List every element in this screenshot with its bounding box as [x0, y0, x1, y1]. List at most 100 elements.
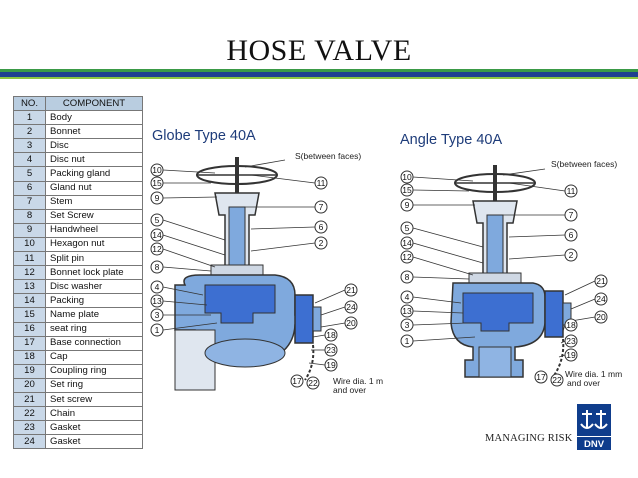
svg-text:22: 22 — [308, 378, 318, 388]
header-rule-green — [0, 69, 638, 72]
svg-text:15: 15 — [402, 185, 412, 195]
component-name: Gasket — [45, 434, 143, 450]
svg-text:9: 9 — [405, 200, 410, 210]
svg-text:18: 18 — [566, 320, 576, 330]
row-number: 9 — [13, 222, 46, 238]
svg-text:13: 13 — [152, 296, 162, 306]
globe-wire-label-line1: Wire dia. 1 m — [333, 376, 383, 386]
svg-text:24: 24 — [346, 302, 356, 312]
svg-text:22: 22 — [552, 375, 562, 385]
component-name: Disc — [45, 138, 143, 154]
row-number: 11 — [13, 251, 46, 267]
globe-valve-diagram: 10 15 9 5 14 12 8 4 13 3 1 11 7 6 2 21 2… — [150, 151, 383, 395]
component-name: Gland nut — [45, 180, 143, 196]
component-name: Hexagon nut — [45, 236, 143, 253]
row-number: 18 — [13, 349, 46, 365]
angle-valve-diagram: 10 15 9 5 14 12 8 4 13 3 1 11 7 6 2 21 2… — [400, 159, 622, 388]
svg-text:17: 17 — [536, 372, 546, 382]
svg-text:10: 10 — [402, 172, 412, 182]
row-number: 5 — [13, 166, 46, 182]
globe-s-label: S(between faces) — [295, 151, 361, 161]
component-name: Split pin — [45, 251, 143, 267]
table-header-row: NO. COMPONENT — [13, 95, 143, 112]
column-header-component: COMPONENT — [45, 95, 143, 112]
row-number: 19 — [13, 363, 46, 379]
angle-wire-label-line2: and over — [567, 378, 600, 388]
component-name: Stem — [45, 194, 143, 210]
column-header-no: NO. — [13, 95, 46, 112]
svg-text:14: 14 — [152, 230, 162, 240]
row-number: 7 — [13, 194, 46, 210]
svg-text:12: 12 — [152, 244, 162, 254]
svg-text:4: 4 — [155, 282, 160, 292]
svg-text:21: 21 — [346, 285, 356, 295]
svg-text:15: 15 — [152, 178, 162, 188]
row-number: 6 — [13, 180, 46, 196]
row-number: 3 — [13, 138, 46, 154]
svg-text:19: 19 — [566, 350, 576, 360]
row-number: 16 — [13, 321, 46, 337]
angle-wire-label-line1: Wire dia. 1 mm — [565, 369, 622, 379]
svg-text:23: 23 — [566, 336, 576, 346]
svg-text:13: 13 — [402, 306, 412, 316]
chain-shape — [552, 338, 565, 378]
logo-text: DNV — [584, 439, 605, 450]
svg-text:20: 20 — [346, 318, 356, 328]
component-name: Set ring — [45, 377, 143, 393]
svg-text:2: 2 — [569, 250, 574, 260]
svg-text:18: 18 — [326, 330, 336, 340]
component-name: Set Screw — [45, 208, 143, 224]
globe-diagram-title: Globe Type 40A — [152, 128, 256, 144]
angle-diagram-title: Angle Type 40A — [400, 132, 503, 148]
row-number: 22 — [13, 406, 46, 422]
row-number: 23 — [13, 420, 46, 436]
component-name: Cap — [45, 349, 143, 365]
component-name: Name plate — [45, 307, 143, 323]
component-name: Set screw — [45, 391, 143, 408]
svg-text:17: 17 — [292, 376, 302, 386]
component-name: Packing — [45, 293, 143, 309]
row-number: 21 — [13, 391, 46, 408]
svg-text:11: 11 — [567, 186, 576, 196]
component-name: seat ring — [45, 321, 143, 337]
component-name: Body — [45, 110, 143, 126]
dnv-logo: DNV — [577, 404, 611, 450]
svg-text:10: 10 — [152, 165, 162, 175]
component-name: Gasket — [45, 420, 143, 436]
row-number: 24 — [13, 434, 46, 450]
page-title: HOSE VALVE — [226, 34, 412, 67]
svg-text:11: 11 — [317, 178, 326, 188]
svg-text:6: 6 — [569, 230, 574, 240]
svg-text:8: 8 — [155, 262, 160, 272]
svg-text:12: 12 — [402, 252, 412, 262]
component-name: Bonnet lock plate — [45, 265, 143, 281]
base-flange-shape — [174, 329, 216, 391]
component-name: Disc nut — [45, 152, 143, 168]
cap-shape — [294, 294, 314, 344]
component-name: Chain — [45, 406, 143, 422]
cap-shape — [544, 290, 564, 338]
component-name: Packing gland — [45, 166, 143, 182]
svg-text:2: 2 — [319, 238, 324, 248]
row-number: 10 — [13, 236, 46, 253]
svg-text:21: 21 — [596, 276, 606, 286]
globe-wire-label-line2: and over — [333, 385, 366, 395]
